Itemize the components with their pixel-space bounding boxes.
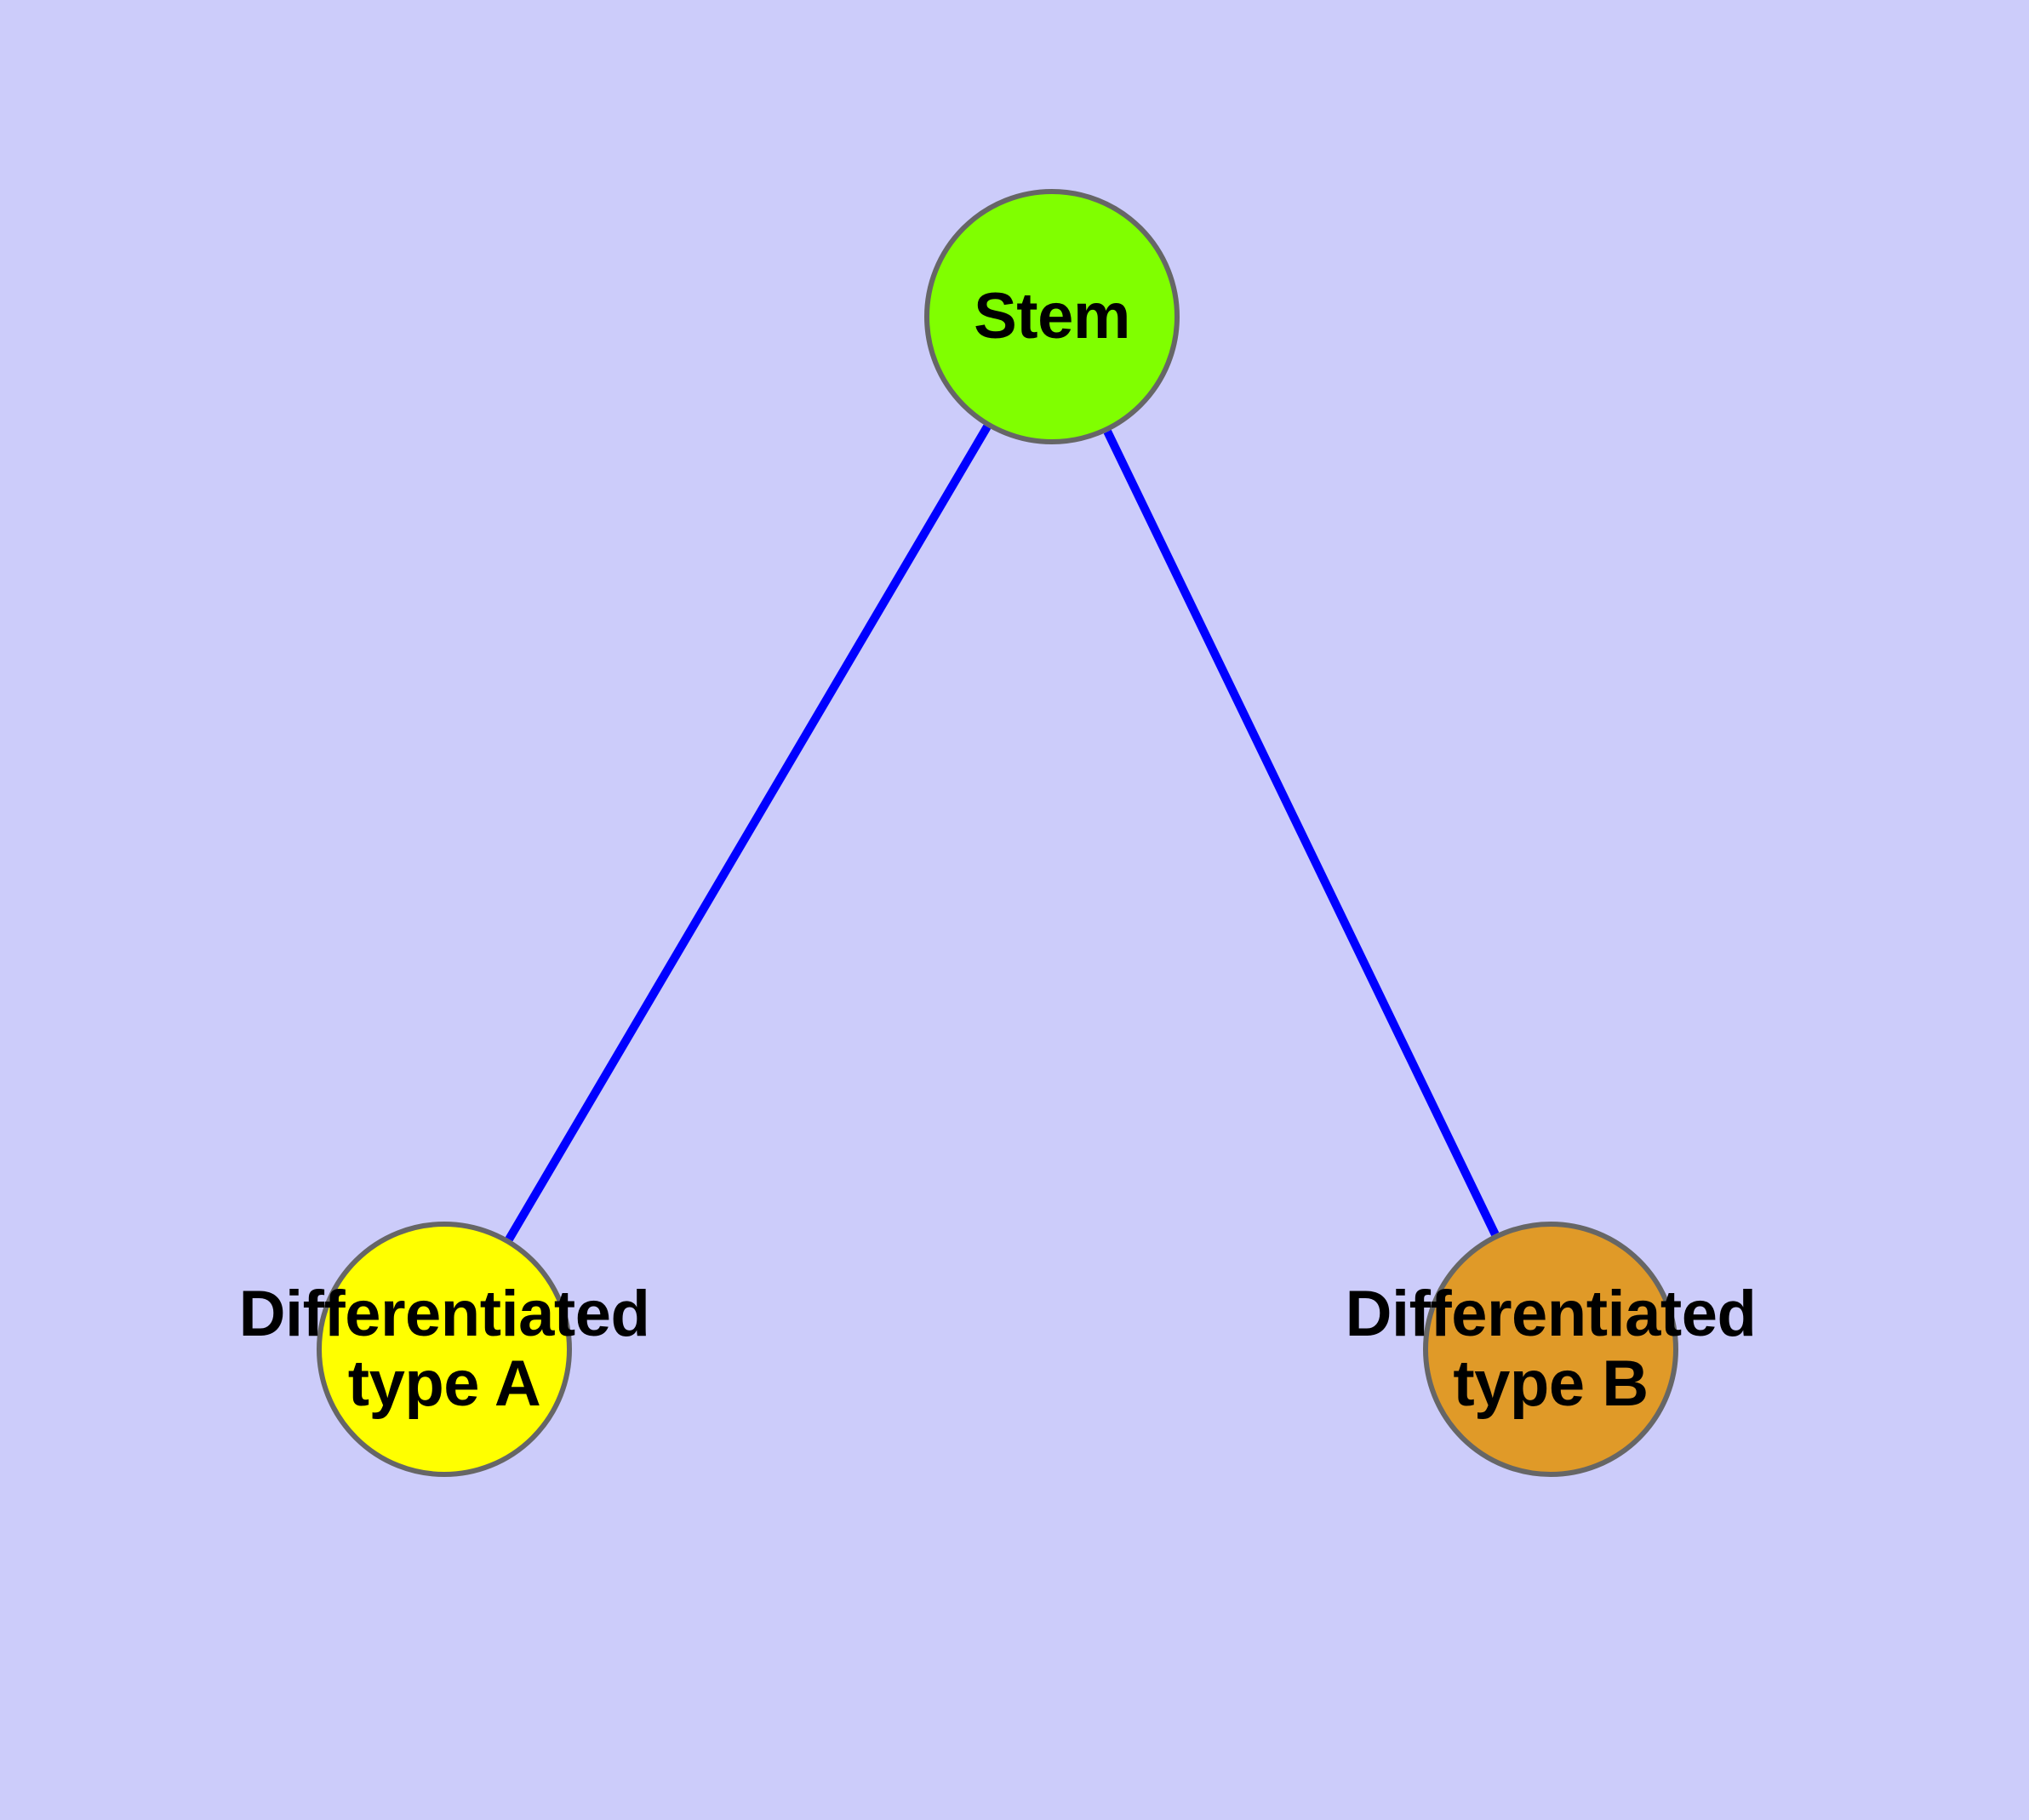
graph-node-diff-a[interactable] xyxy=(317,1222,572,1477)
nodes-layer xyxy=(317,189,1678,1477)
graph-node-stem[interactable] xyxy=(924,189,1180,444)
graph-edge-stem-to-a xyxy=(505,424,992,1242)
graph-edge-stem-to-b xyxy=(1103,429,1500,1237)
edges-layer xyxy=(505,424,1500,1242)
graph-node-diff-b[interactable] xyxy=(1423,1222,1678,1477)
